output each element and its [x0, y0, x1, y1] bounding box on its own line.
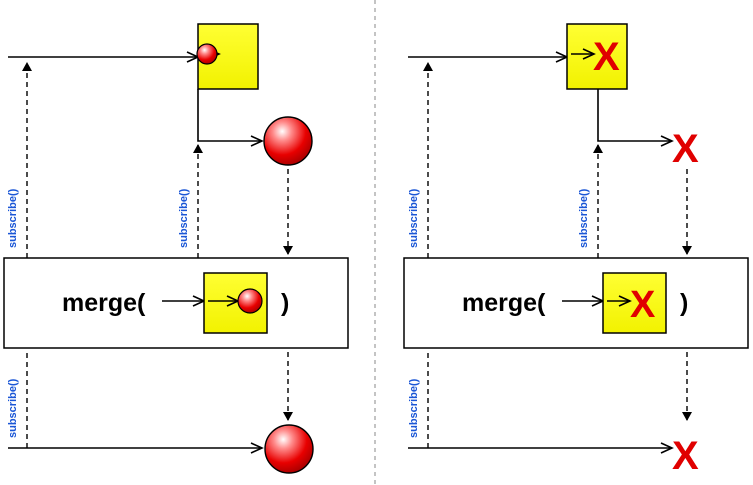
panel-error: X X subscribe() subscribe() merge( X ) s… [403, 23, 749, 478]
inner-observable-line [197, 89, 264, 147]
subscribe-label-inner-error: subscribe() [578, 188, 590, 248]
operator-inner-marble [237, 288, 263, 314]
output-marble [264, 424, 314, 474]
emitted-marble [263, 116, 313, 166]
operator-box-error [403, 257, 749, 349]
subscribe-label-output: subscribe() [7, 378, 19, 438]
operator-inner-error-x: X [630, 284, 656, 326]
output-error-x: X [672, 434, 699, 478]
subscribe-label-inner: subscribe() [178, 188, 190, 248]
operator-close: ) [281, 289, 289, 317]
operator-label-error: merge( [462, 289, 546, 317]
subscribe-label-output-error: subscribe() [408, 378, 420, 438]
operator-inner-box-error [602, 272, 667, 334]
subscribe-label-outer: subscribe() [7, 188, 19, 248]
inner-error-x: X [593, 35, 620, 79]
operator-box [3, 257, 349, 349]
inner-marble [196, 43, 218, 65]
emitted-error-x: X [672, 127, 699, 171]
operator-close-error: ) [680, 289, 688, 317]
inner-observable-line-error [597, 89, 674, 147]
subscribe-label-outer-error: subscribe() [408, 188, 420, 248]
operator-label: merge( [62, 289, 146, 317]
panel-success: subscribe() subscribe() merge( ) subscri… [3, 23, 349, 474]
outer-item-box-error [566, 23, 628, 90]
